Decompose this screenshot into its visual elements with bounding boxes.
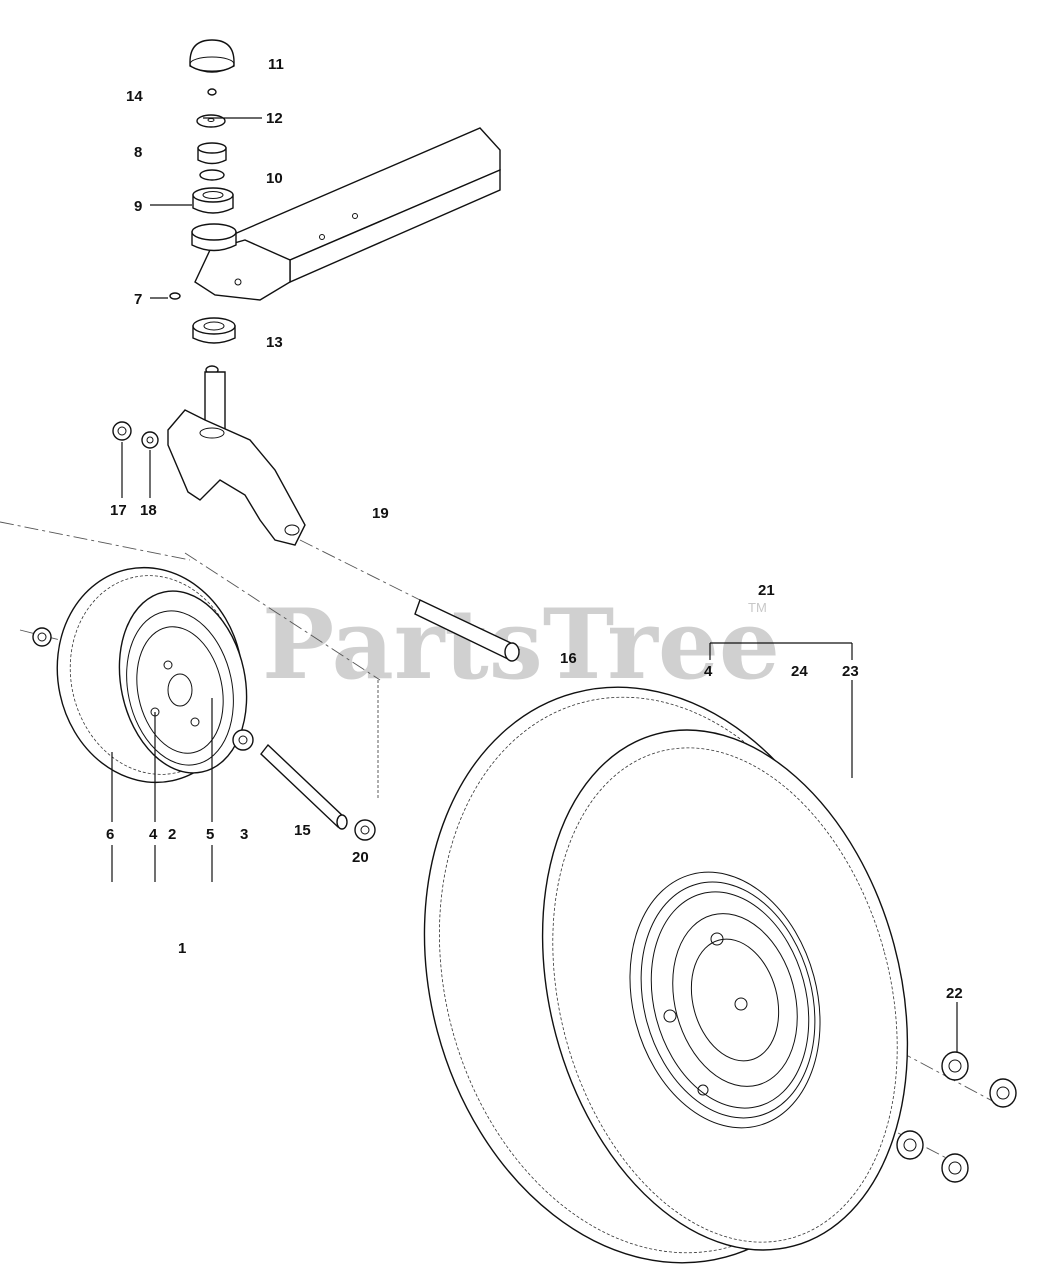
leader-lines <box>111 117 958 1052</box>
label-17: 17 <box>110 502 127 519</box>
label-15: 15 <box>294 822 311 839</box>
label-16: 16 <box>560 650 577 667</box>
label-6: 6 <box>106 826 114 843</box>
cap-nut <box>207 88 217 96</box>
label-22: 22 <box>946 985 963 1002</box>
label-18: 18 <box>140 502 157 519</box>
washer-12 <box>196 114 226 128</box>
label-1: 1 <box>178 940 186 957</box>
watermark-text: PartsTree <box>262 588 780 701</box>
label-14: 14 <box>126 88 143 105</box>
bearing-13 <box>192 317 236 344</box>
label-7: 7 <box>134 291 142 308</box>
lug-nuts <box>896 1051 1017 1183</box>
label-11: 11 <box>268 56 284 73</box>
axle-bolt <box>414 599 520 662</box>
part-labels: 11 14 12 8 10 9 7 13 17 18 19 21 16 4 24… <box>106 56 963 1002</box>
label-21: 21 <box>758 582 775 599</box>
label-13: 13 <box>266 334 283 351</box>
label-20: 20 <box>352 849 369 866</box>
watermark-trademark: TM <box>748 600 767 615</box>
ring-10 <box>199 169 225 181</box>
label-24: 24 <box>791 663 808 680</box>
caster-fork <box>167 371 306 546</box>
rear-wheel <box>423 686 909 1264</box>
dust-cap <box>189 39 235 73</box>
spacer-20 <box>354 819 376 841</box>
caster-frame-arm <box>194 127 501 301</box>
label-10: 10 <box>266 170 283 187</box>
label-9: 9 <box>134 198 142 215</box>
front-caster-wheel <box>56 566 248 784</box>
axle-tube-15 <box>260 743 348 830</box>
seal-8 <box>197 142 227 165</box>
label-23: 23 <box>842 663 859 680</box>
label-4-rear: 4 <box>704 663 713 680</box>
label-8: 8 <box>134 144 142 161</box>
label-5: 5 <box>206 826 214 843</box>
bearing-9 <box>192 187 234 214</box>
label-4-front: 4 <box>149 826 158 843</box>
bearing-cup <box>191 223 237 252</box>
spacer-3 <box>232 729 254 751</box>
label-2: 2 <box>168 826 176 843</box>
wheel-washer-left <box>32 627 52 647</box>
nut-17 <box>112 421 132 441</box>
washer-18 <box>141 431 159 449</box>
grease-fitting <box>169 292 181 300</box>
label-19: 19 <box>372 505 389 522</box>
label-12: 12 <box>266 110 283 127</box>
label-3: 3 <box>240 826 248 843</box>
